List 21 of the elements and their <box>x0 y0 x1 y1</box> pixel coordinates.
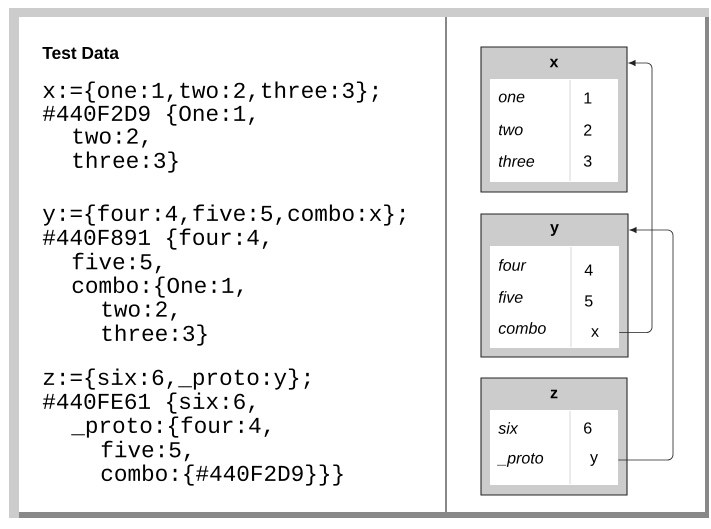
code-line: #440FE61 {six:6, <box>42 392 254 414</box>
value-cell: x <box>591 328 599 337</box>
code-line: two:2, <box>102 301 176 321</box>
code-line: five:5, <box>102 440 190 462</box>
property-table: one 1 two 2 three 3 <box>490 79 618 182</box>
code-line: y:={four:4,five:5,combo:x}; <box>43 204 405 226</box>
code-line: three:3} <box>73 151 178 173</box>
code-line: three:3} <box>102 324 207 346</box>
code-line: two:2, <box>73 128 147 148</box>
code-line: z:={six:6,_proto:y}; <box>44 368 310 390</box>
code-line: #440F891 {four:4, <box>42 228 268 250</box>
code-line: _proto:{four:4, <box>71 416 270 438</box>
code-line: combo:{One:1, <box>72 276 242 298</box>
code-line: combo:{#440F2D9}}} <box>102 464 343 486</box>
code-line: x:={one:1,two:2,three:3}; <box>43 81 378 103</box>
heading: Test Data <box>42 46 120 60</box>
arrow <box>618 60 652 333</box>
value-cell: y <box>590 454 598 466</box>
code-line: five:5, <box>72 252 161 274</box>
arrow <box>618 227 674 460</box>
code-line: #440F2D9 {One:1, <box>42 104 254 126</box>
